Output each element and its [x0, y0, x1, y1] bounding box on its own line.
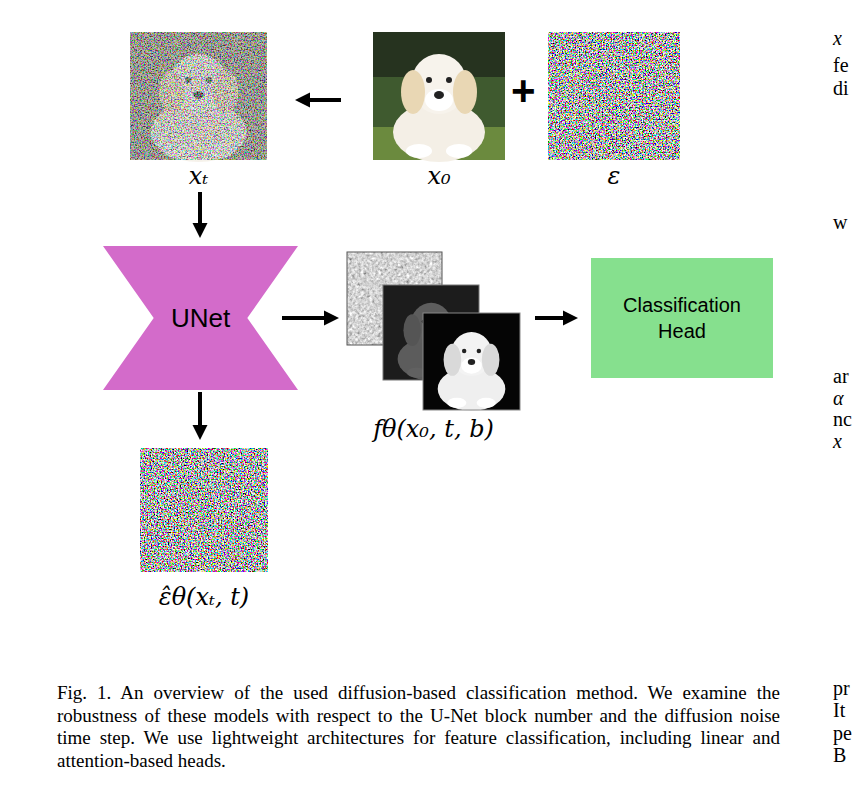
- feature-map-front: [423, 313, 520, 411]
- math-label: xₜ: [189, 160, 208, 192]
- figure-caption: Fig. 1. An overview of the used diffusio…: [57, 682, 780, 772]
- math-label: ε: [608, 160, 621, 192]
- unet-hourglass: UNet: [103, 246, 298, 390]
- cropped-text: x: [833, 27, 842, 49]
- noise-node: ε: [548, 32, 680, 192]
- plus-sign: +: [511, 68, 536, 114]
- cropped-text: w: [833, 211, 847, 233]
- cropped-text: It: [833, 699, 845, 721]
- block-label: Classification Head: [607, 292, 757, 344]
- math-label: ε̂θ(xₜ, t): [159, 581, 249, 613]
- flow-arrow: [198, 392, 202, 425]
- cropped-text: pr: [833, 677, 850, 699]
- puppy-photo: [373, 32, 505, 162]
- feature-maps-node: fθ(x₀, t, b): [347, 252, 520, 445]
- clean-image-node: x₀: [373, 32, 505, 192]
- flow-arrow: [535, 316, 563, 320]
- cropped-text: x: [833, 430, 842, 452]
- flow-arrow: [282, 316, 324, 320]
- classification-head-box: Classification Head: [591, 258, 773, 378]
- math-label: x₀: [427, 160, 450, 192]
- predicted-noise-image: [140, 448, 268, 572]
- cropped-text: B: [833, 744, 846, 766]
- hourglass-outline: [103, 246, 298, 390]
- cropped-text: ar: [833, 365, 849, 387]
- predicted-noise-node: ε̂θ(xₜ, t): [140, 448, 268, 613]
- cropped-text: di: [833, 77, 849, 99]
- cropped-text: fe: [833, 54, 849, 76]
- math-label: fθ(x₀, t, b): [373, 413, 494, 445]
- flow-arrow: [310, 98, 341, 102]
- noisy-image: [130, 32, 267, 162]
- cropped-text: α: [833, 387, 844, 409]
- cropped-text: pe: [833, 722, 852, 744]
- flow-arrow: [198, 192, 202, 223]
- noise-image: [548, 32, 680, 160]
- cropped-text: nc: [833, 408, 852, 430]
- noisy-image-node: xₜ: [130, 32, 267, 192]
- block-label: UNet: [171, 303, 230, 333]
